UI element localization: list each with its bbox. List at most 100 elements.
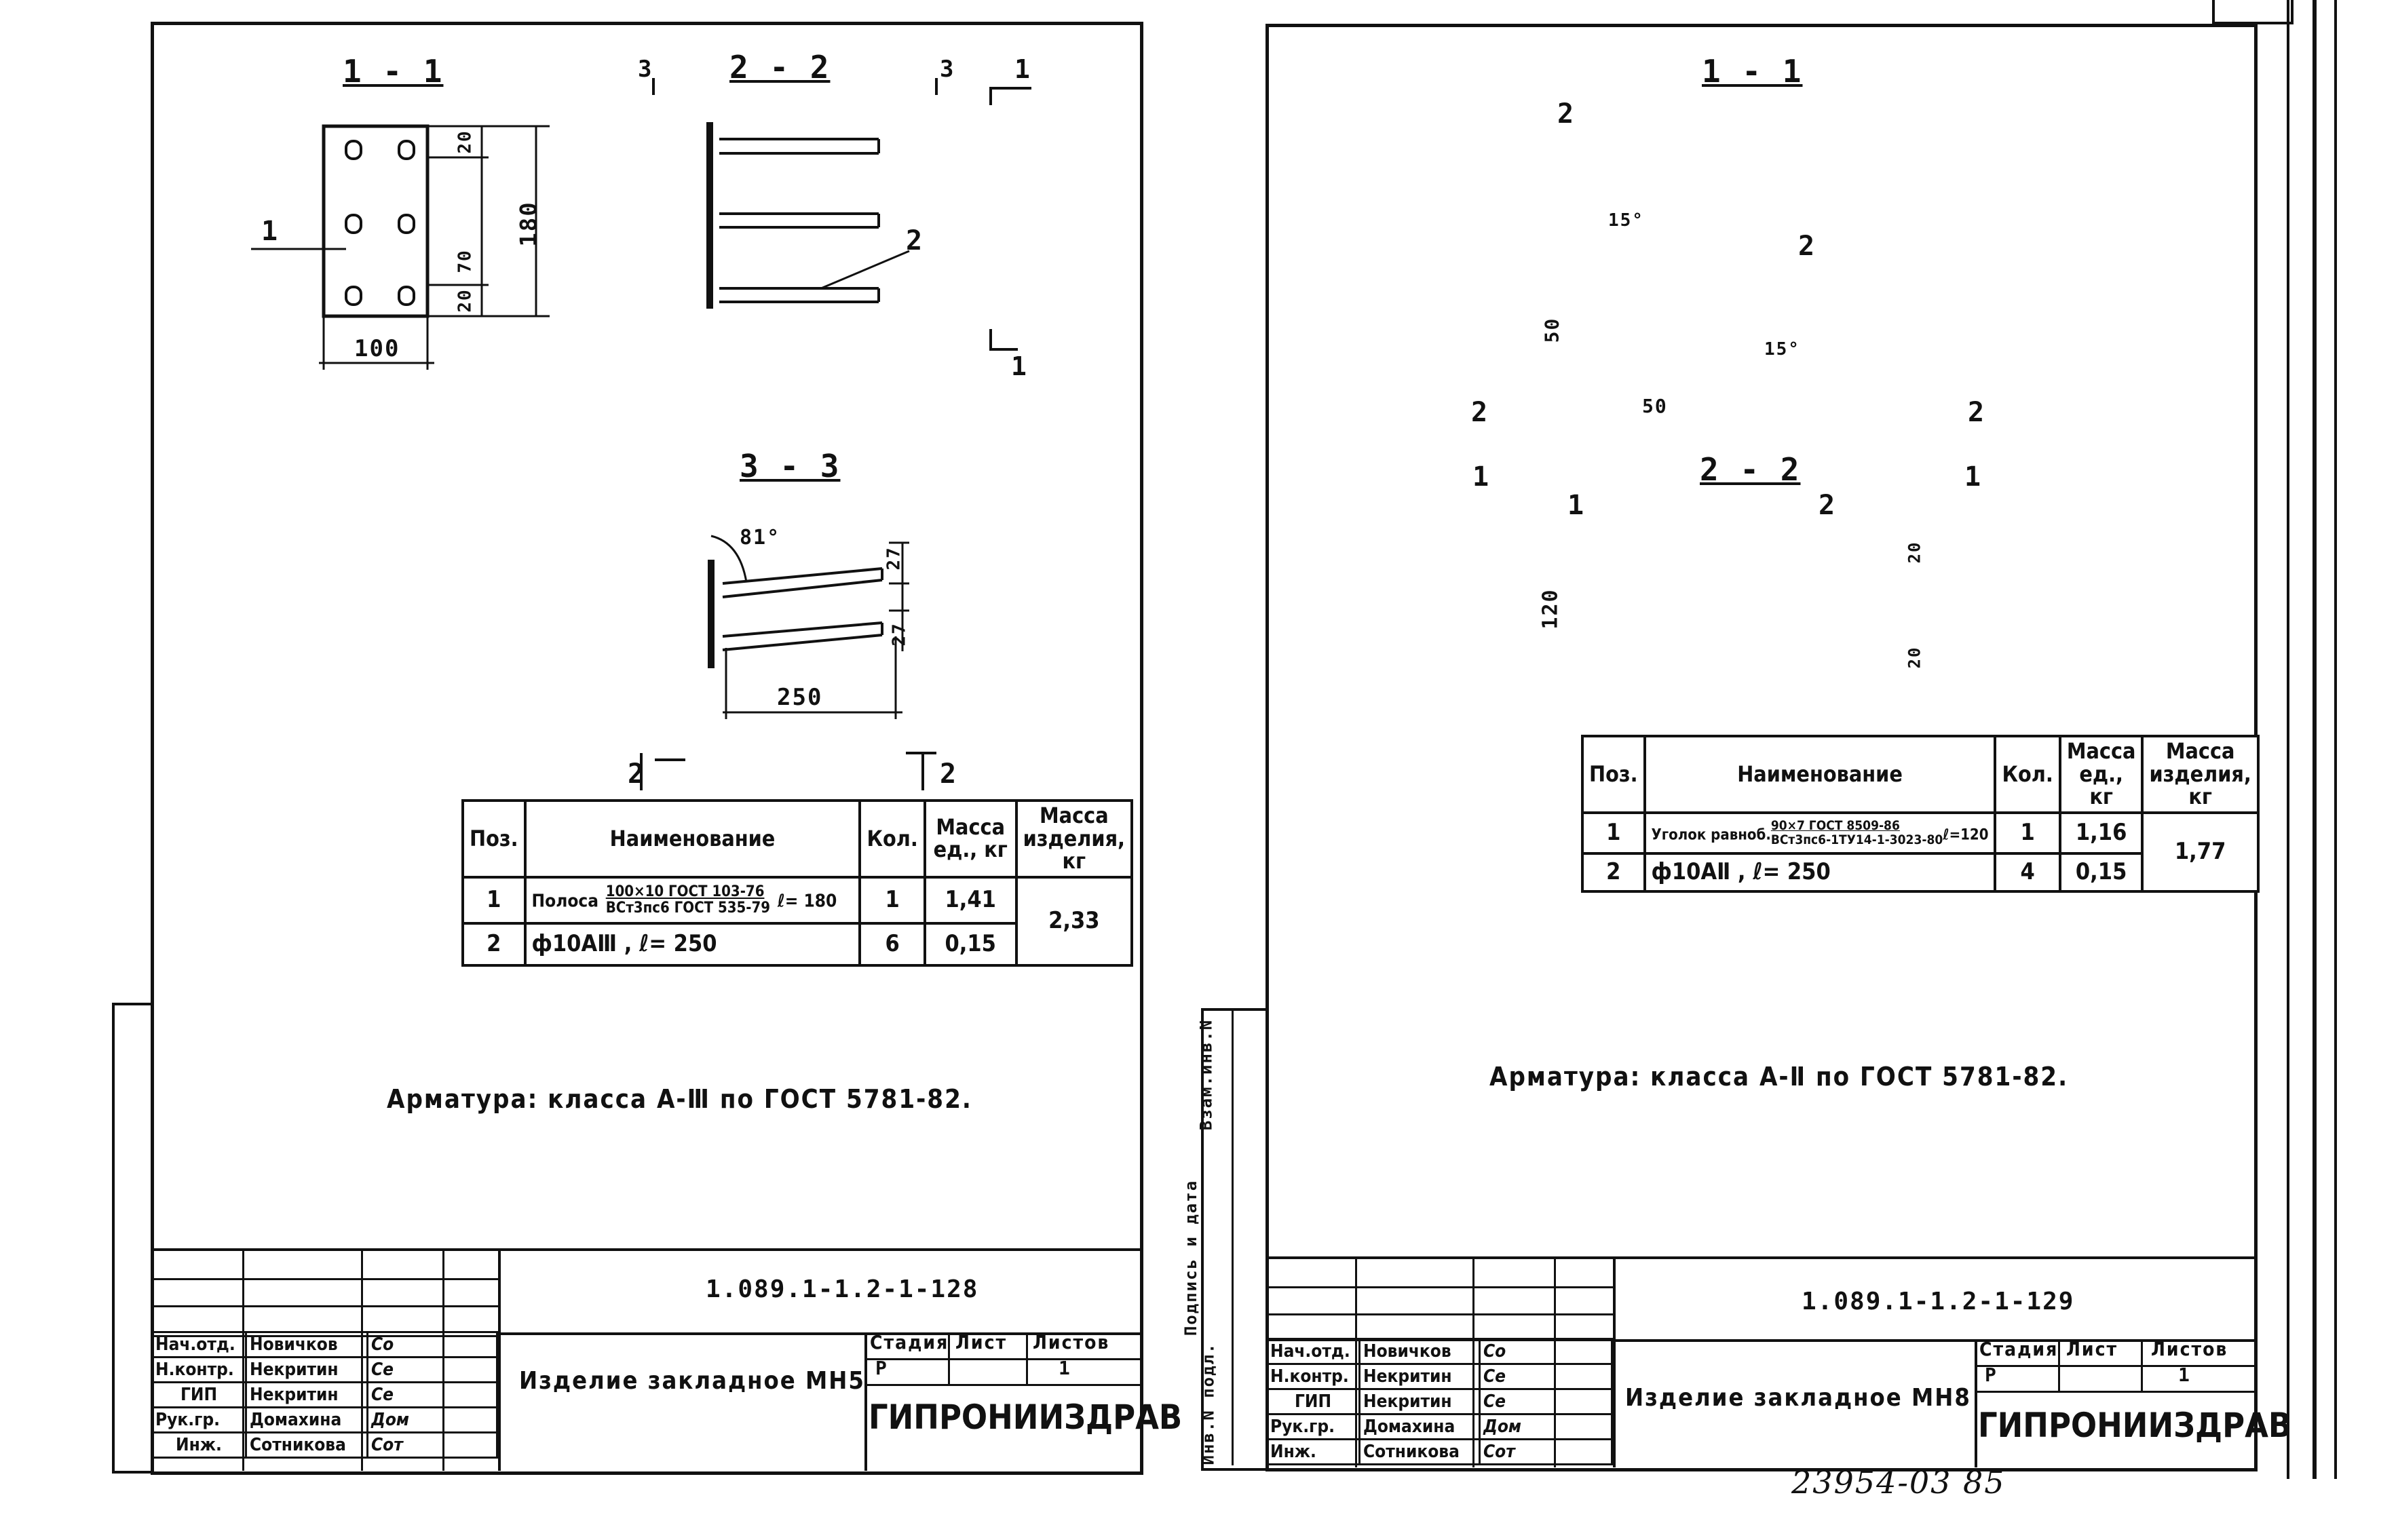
cut-marks-sheet1 — [640, 78, 1031, 790]
side-stamp-vzam: Взам.инв.N — [1196, 1018, 1216, 1131]
sheets-value: 1 — [2178, 1364, 2191, 1386]
callout-s2-pos-2a: 2 — [1557, 98, 1576, 130]
stage-value: Р — [1985, 1364, 1998, 1386]
cut-mark-1-bottom: 1 — [1011, 351, 1028, 381]
doc-code-mn8: 1.089.1-1.2-1-129 — [1802, 1288, 2075, 1315]
section-title-2-2: 2 - 2 — [729, 49, 831, 85]
drawing-sheet-mn5 — [151, 22, 1143, 1475]
side-stamp-inv: Инв.N подл. — [1198, 1342, 1218, 1465]
table-row: 2 ф10АⅡ , ℓ= 250 4 0,15 — [1581, 851, 2258, 893]
dim-s2-50-vertical: 50 — [1540, 317, 1563, 343]
side-stamp-divider — [1232, 1008, 1234, 1465]
org-name-mn5: ГИПРОНИИЗДРАВ — [869, 1398, 1183, 1437]
doc-code-mn5: 1.089.1-1.2-1-128 — [706, 1275, 979, 1303]
angle-15-top: 15° — [1608, 210, 1644, 231]
col-mass-total: Масса изделия, кг — [1014, 799, 1134, 879]
callout-s2-pos-2c: 2 — [1819, 490, 1837, 521]
side-stamp-sign: Подпись и дата — [1181, 1179, 1201, 1336]
section-title-3-3: 3 - 3 — [740, 448, 841, 484]
cut-mark-3-left: 3 — [638, 56, 653, 83]
archive-code: 23954-03 85 — [1791, 1464, 2006, 1501]
cut-mark-s2-2-right: 2 — [1968, 397, 1986, 428]
sheets-header: Листов — [2151, 1338, 2228, 1360]
section-title-s2-1-1: 1 - 1 — [1702, 53, 1803, 90]
spec-table-mn5: Поз. Наименование Кол. Масса ед., кг Мас… — [461, 799, 1134, 967]
cut-mark-2-left: 2 — [628, 758, 646, 790]
dim-s2-50-horizontal: 50 — [1642, 395, 1668, 417]
table-row: 2 ф10АⅢ , ℓ= 250 6 0,15 — [461, 921, 1132, 967]
angle-81: 81° — [740, 526, 781, 550]
dim-180: 180 — [515, 201, 543, 247]
col-mass-unit: Масса ед., кг — [2058, 735, 2144, 814]
callout-pos-1: 1 — [261, 216, 280, 247]
col-mass-unit: Масса ед., кг — [923, 799, 1018, 879]
dim-20-bottom: 20 — [455, 288, 476, 313]
item-name-mn8: Изделие закладное МН8 — [1625, 1384, 1971, 1412]
angle-15-bottom: 15° — [1764, 339, 1800, 360]
cut-mark-3-right: 3 — [940, 56, 955, 83]
bars-2-2 — [719, 138, 910, 303]
callout-pos-2: 2 — [906, 225, 924, 256]
side-stamp-strip — [1201, 1008, 1268, 1471]
section-title-1-1: 1 - 1 — [343, 53, 444, 90]
cut-mark-1-top: 1 — [1014, 54, 1031, 84]
col-qty: Кол. — [1994, 735, 2061, 814]
dim-70: 70 — [455, 249, 476, 273]
bar-holes — [345, 140, 415, 306]
dim-27-top: 27 — [883, 546, 905, 571]
mass-total: 1,77 — [2141, 811, 2260, 893]
callout-s2-pos-1: 1 — [1567, 490, 1586, 521]
callout-s2-pos-2b: 2 — [1798, 231, 1816, 262]
col-qty: Кол. — [858, 799, 926, 879]
cut-mark-s2-1-right: 1 — [1964, 461, 1983, 493]
sheet-header: Лист — [2066, 1338, 2118, 1360]
sheets-header: Листов — [1033, 1331, 1110, 1353]
mass-total: 2,33 — [1014, 875, 1134, 967]
spec-table-mn8: Поз. Наименование Кол. Масса ед., кг Мас… — [1581, 735, 2260, 893]
dim-s2-20-bottom: 20 — [1905, 646, 1924, 669]
section-title-s2-2-2: 2 - 2 — [1700, 451, 1801, 488]
dim-lines-1-1 — [251, 125, 550, 370]
cut-mark-s2-1-left: 1 — [1472, 461, 1491, 493]
binding-edge-lines — [2287, 0, 2289, 1479]
sheet-header: Лист — [955, 1331, 1008, 1353]
dim-s2-20-top: 20 — [1905, 541, 1924, 564]
sheets-value: 1 — [1059, 1357, 1071, 1379]
cut-mark-2-right: 2 — [940, 758, 958, 790]
dim-250: 250 — [777, 684, 823, 711]
left-margin-strip — [112, 1003, 154, 1474]
dim-27-bottom: 27 — [889, 622, 910, 647]
org-name-mn8: ГИПРОНИИЗДРАВ — [1978, 1406, 2292, 1445]
col-name: Наименование — [1643, 735, 1997, 814]
dim-s2-120: 120 — [1538, 588, 1563, 630]
stage-header: Стадия — [870, 1331, 949, 1353]
stage-value: Р — [875, 1357, 888, 1379]
stage-header: Стадия — [1979, 1338, 2059, 1360]
col-pos: Поз. — [461, 799, 527, 879]
dim-20-top: 20 — [455, 130, 476, 154]
col-name: Наименование — [523, 799, 862, 879]
col-mass-total: Масса изделия, кг — [2141, 735, 2260, 814]
dim-100: 100 — [354, 335, 400, 362]
bars-3-3 — [710, 535, 909, 719]
item-name-mn5: Изделие закладное МН5 — [519, 1367, 865, 1395]
cut-mark-s2-2-left: 2 — [1471, 397, 1489, 428]
rebar-note-mn5: Арматура: класса А-Ⅲ по ГОСТ 5781-82. — [387, 1084, 972, 1114]
plate-1-1 — [322, 124, 430, 318]
col-pos: Поз. — [1581, 735, 1646, 814]
rebar-note-mn8: Арматура: класса А-Ⅱ по ГОСТ 5781-82. — [1489, 1062, 2069, 1092]
